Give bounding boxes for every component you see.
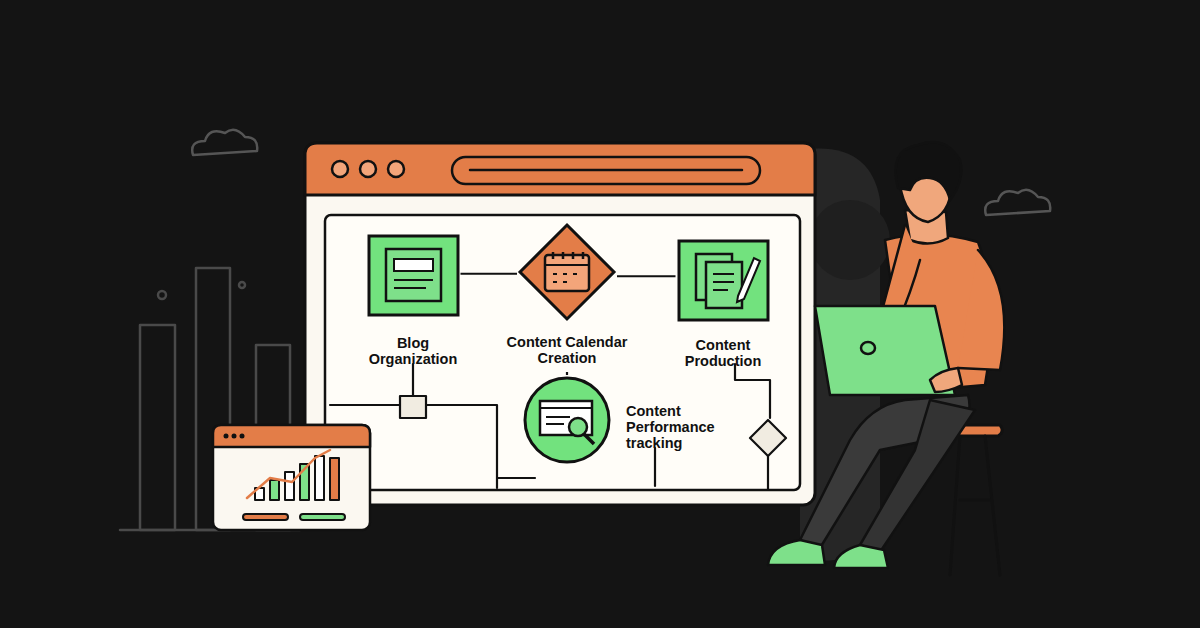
- node-icon: [676, 238, 771, 323]
- connector: [566, 372, 568, 375]
- node-label: Content Calendar Creation: [492, 334, 642, 366]
- process-box: Blog Organization: [356, 233, 470, 367]
- node-icon: [522, 375, 612, 465]
- process-circle: Content Performance tracking: [522, 375, 722, 465]
- node-label: Content Production: [668, 337, 778, 369]
- node-icon: [517, 222, 617, 322]
- node-icon: [366, 233, 461, 318]
- process-box: Content Production: [668, 238, 778, 369]
- connector: [617, 275, 676, 277]
- node-label: Content Performance tracking: [626, 403, 722, 451]
- node-label: Blog Organization: [358, 335, 468, 367]
- decision-diamond: Content Calendar Creation: [492, 222, 642, 366]
- connector: [461, 273, 518, 275]
